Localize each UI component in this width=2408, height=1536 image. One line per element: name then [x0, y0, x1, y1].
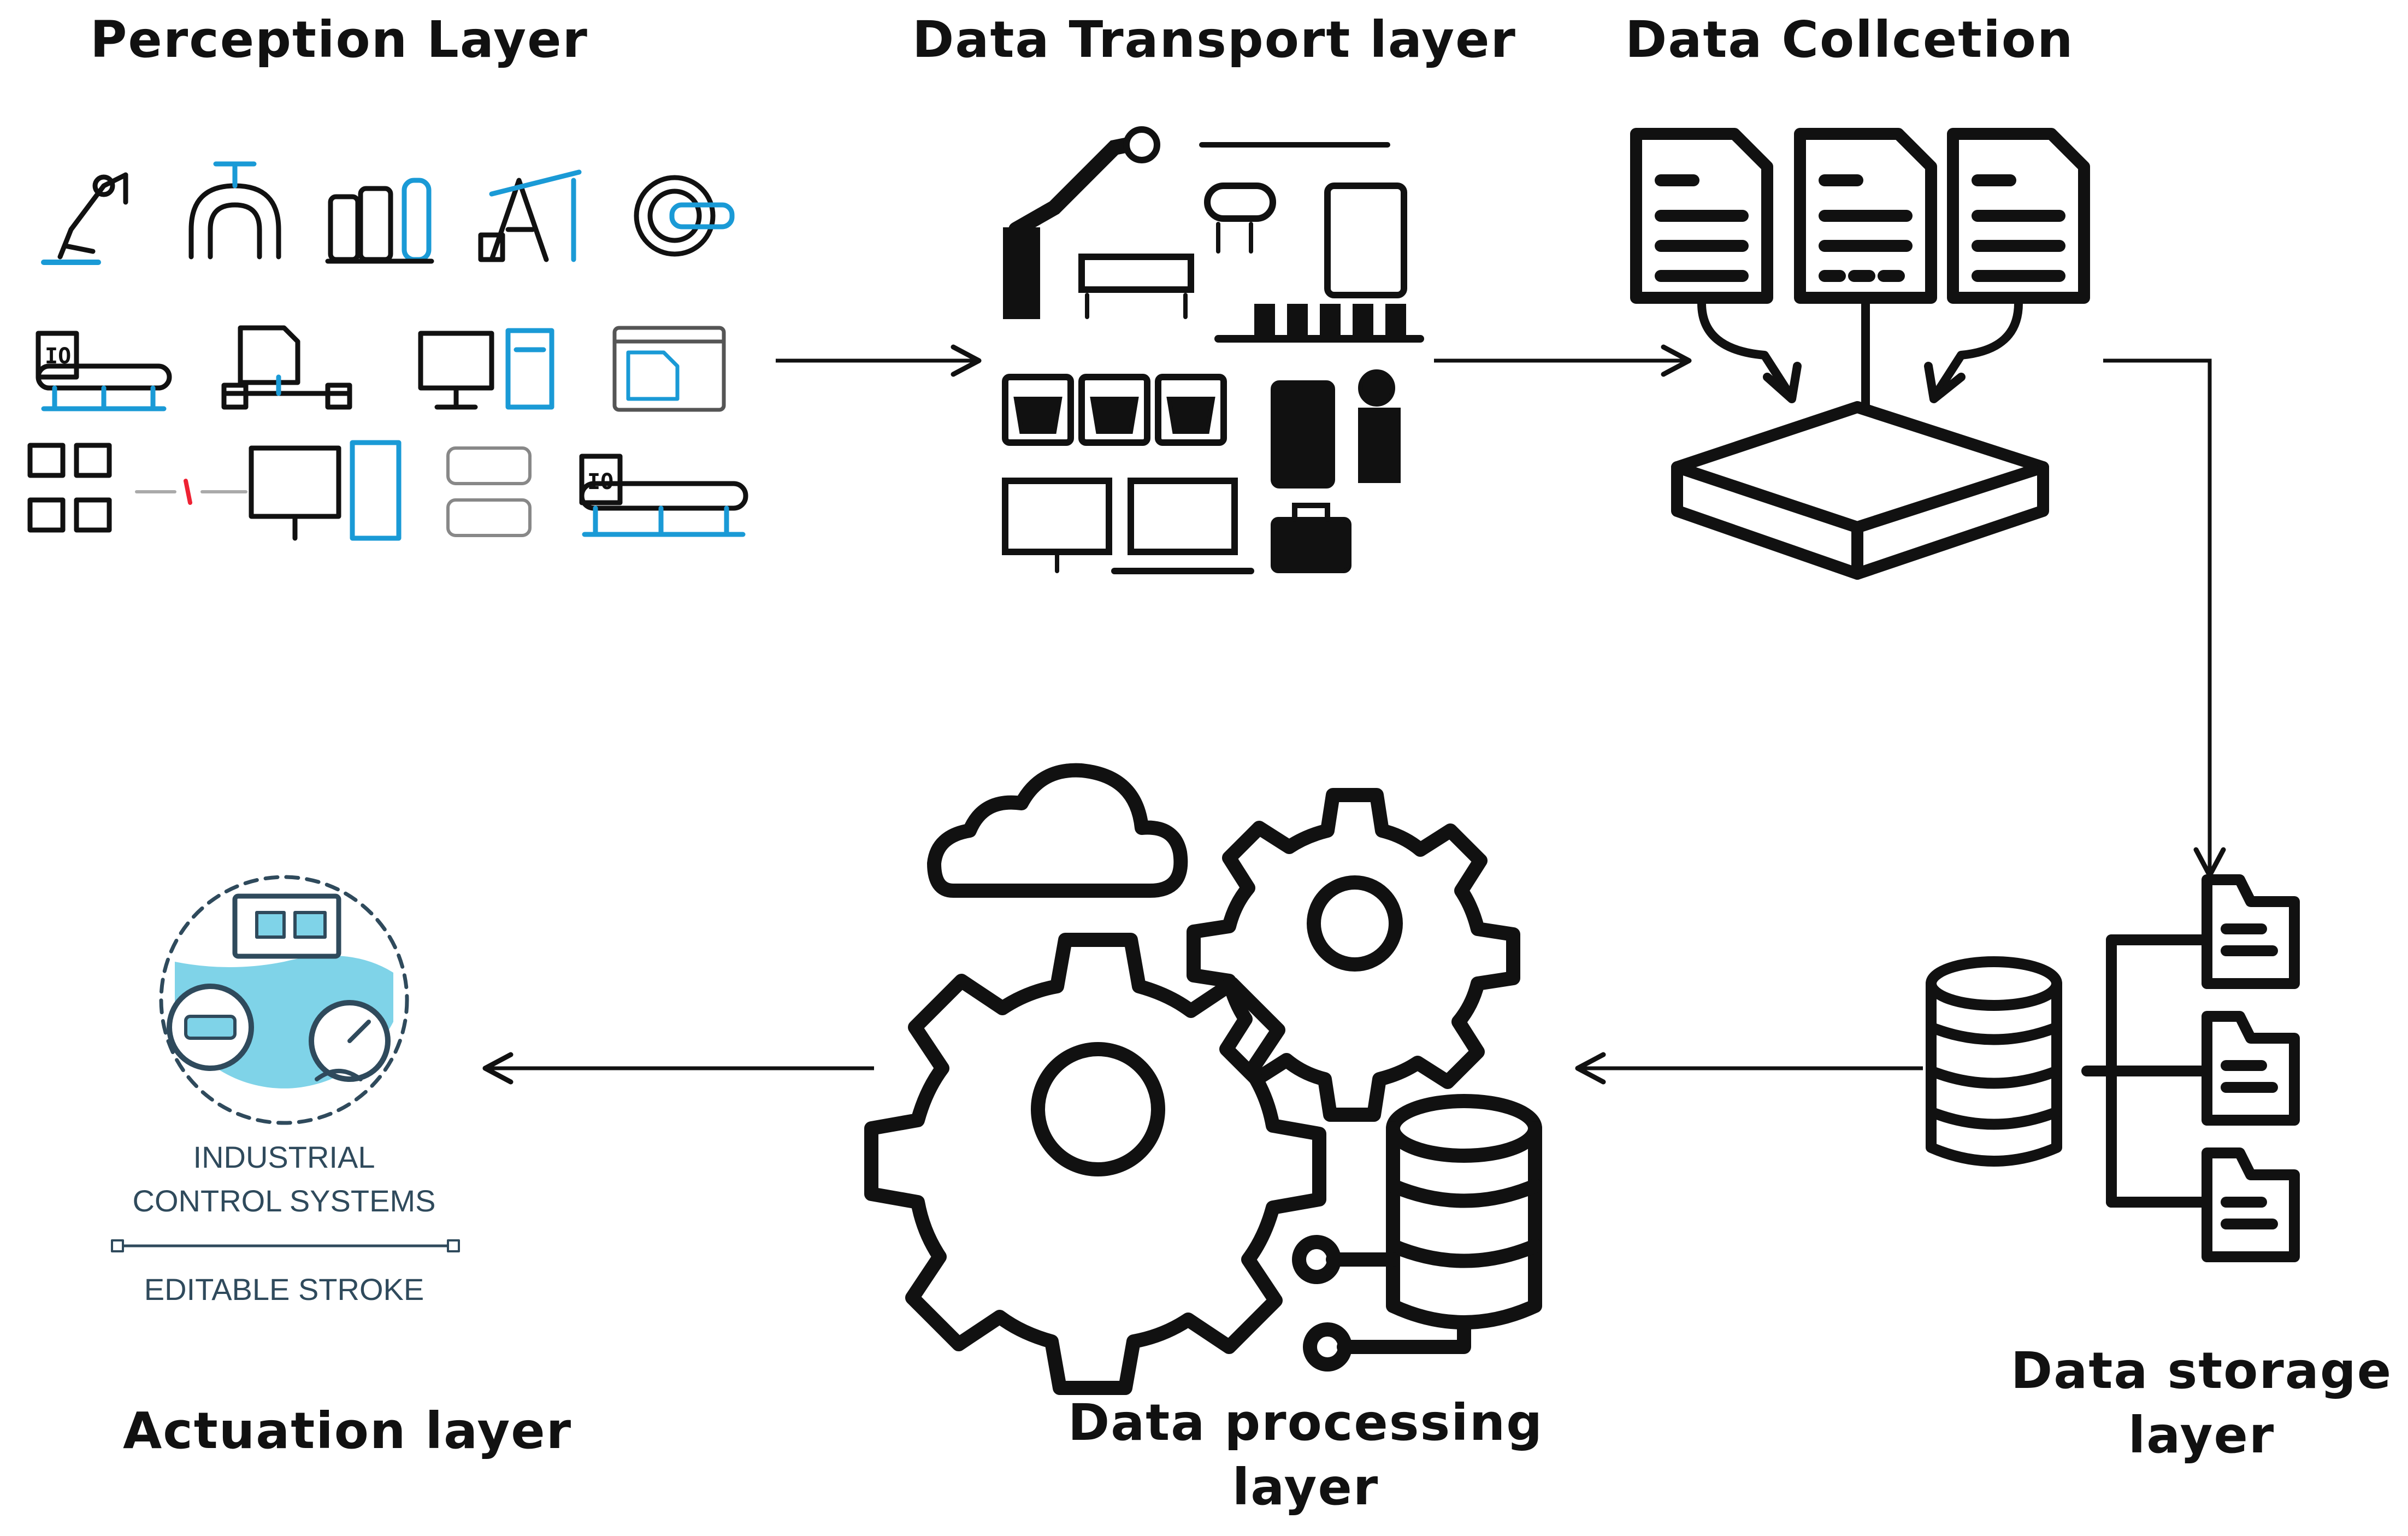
- gas-cylinders-icon: [325, 178, 434, 264]
- folder-tree-icon: [2081, 874, 2300, 1262]
- gear-conveyor-icon: [634, 175, 735, 257]
- collection-tray-icon: [1671, 401, 2049, 580]
- document-icon: [1794, 128, 1937, 304]
- gear-icon: [864, 933, 1326, 1395]
- data-transport-layer-title: Data Transport layer: [912, 10, 1516, 69]
- cloud-icon: [927, 763, 1188, 898]
- pipe-valve-icon: [188, 161, 281, 260]
- oil-pump-icon: [478, 169, 582, 262]
- document-icon: [1947, 128, 2090, 304]
- perception-layer-title: Perception Layer: [90, 10, 588, 69]
- factory-robot-collage-icon: [1000, 126, 1431, 574]
- industrial-control-systems-icon: [111, 875, 460, 1252]
- data-storage-icons: [1926, 874, 2300, 1262]
- gear-icon: [1187, 788, 1520, 1122]
- ics-caption-line1: INDUSTRIAL: [193, 1140, 375, 1174]
- browser-window-icon: [612, 326, 726, 412]
- monitor-server-icon: [418, 328, 554, 410]
- document-pipe-icon: [221, 325, 352, 410]
- data-collection-title: Data Collcetion: [1625, 10, 2074, 69]
- robot-arm-icon: [41, 172, 128, 265]
- data-storage-layer-title: Data storage layer: [2010, 1341, 2393, 1464]
- actuation-layer-title: Actuation layer: [123, 1402, 573, 1460]
- conveyor-io-icon: IO: [579, 454, 748, 537]
- database-network-icon: [1292, 1094, 1542, 1372]
- document-icon: [1630, 128, 1773, 304]
- database-icon: [1926, 956, 2062, 1167]
- network-computers-icon: [27, 440, 532, 541]
- data-processing-icons: [864, 763, 1542, 1395]
- data-collection-icons: [1630, 128, 2090, 580]
- ics-caption-line2: CONTROL SYSTEMS: [132, 1184, 436, 1218]
- conveyor-io-icon: IO: [36, 331, 172, 411]
- ics-caption-line3: EDITABLE STROKE: [144, 1272, 424, 1307]
- perception-icons: IO: [27, 161, 748, 541]
- data-processing-layer-title: Data processing layer: [1067, 1393, 1544, 1516]
- arrow-collection-to-storage: [2103, 358, 2226, 878]
